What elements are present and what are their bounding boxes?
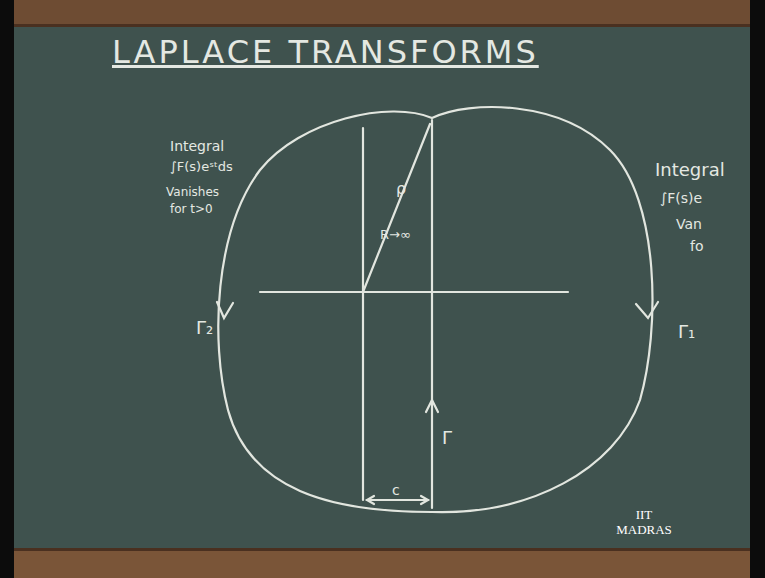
limit-label: R→∞ — [380, 228, 411, 243]
formula: ∫F(s)eˢᵗds — [170, 160, 233, 175]
watermark: IIT MADRAS — [612, 508, 676, 538]
formula: ∫F(s)e — [660, 190, 702, 206]
chalkboard — [14, 0, 750, 578]
board-title: LAPLACE TRANSFORMS — [112, 34, 539, 71]
board-frame — [14, 0, 750, 27]
note-text: Integral — [655, 160, 725, 181]
board-ledge — [14, 548, 750, 578]
note-text: Vanishes — [166, 186, 219, 200]
contour-label: Γ₂ — [196, 318, 213, 339]
radius-label: ρ — [396, 180, 406, 198]
contour-label: Γ — [442, 428, 452, 449]
note-text: for t>0 — [170, 203, 213, 217]
contour-label: Γ₁ — [678, 322, 695, 343]
dimension-label: c — [392, 482, 400, 498]
note-text: Van — [676, 216, 702, 232]
note-text: fo — [690, 238, 704, 254]
note-text: Integral — [170, 138, 224, 154]
